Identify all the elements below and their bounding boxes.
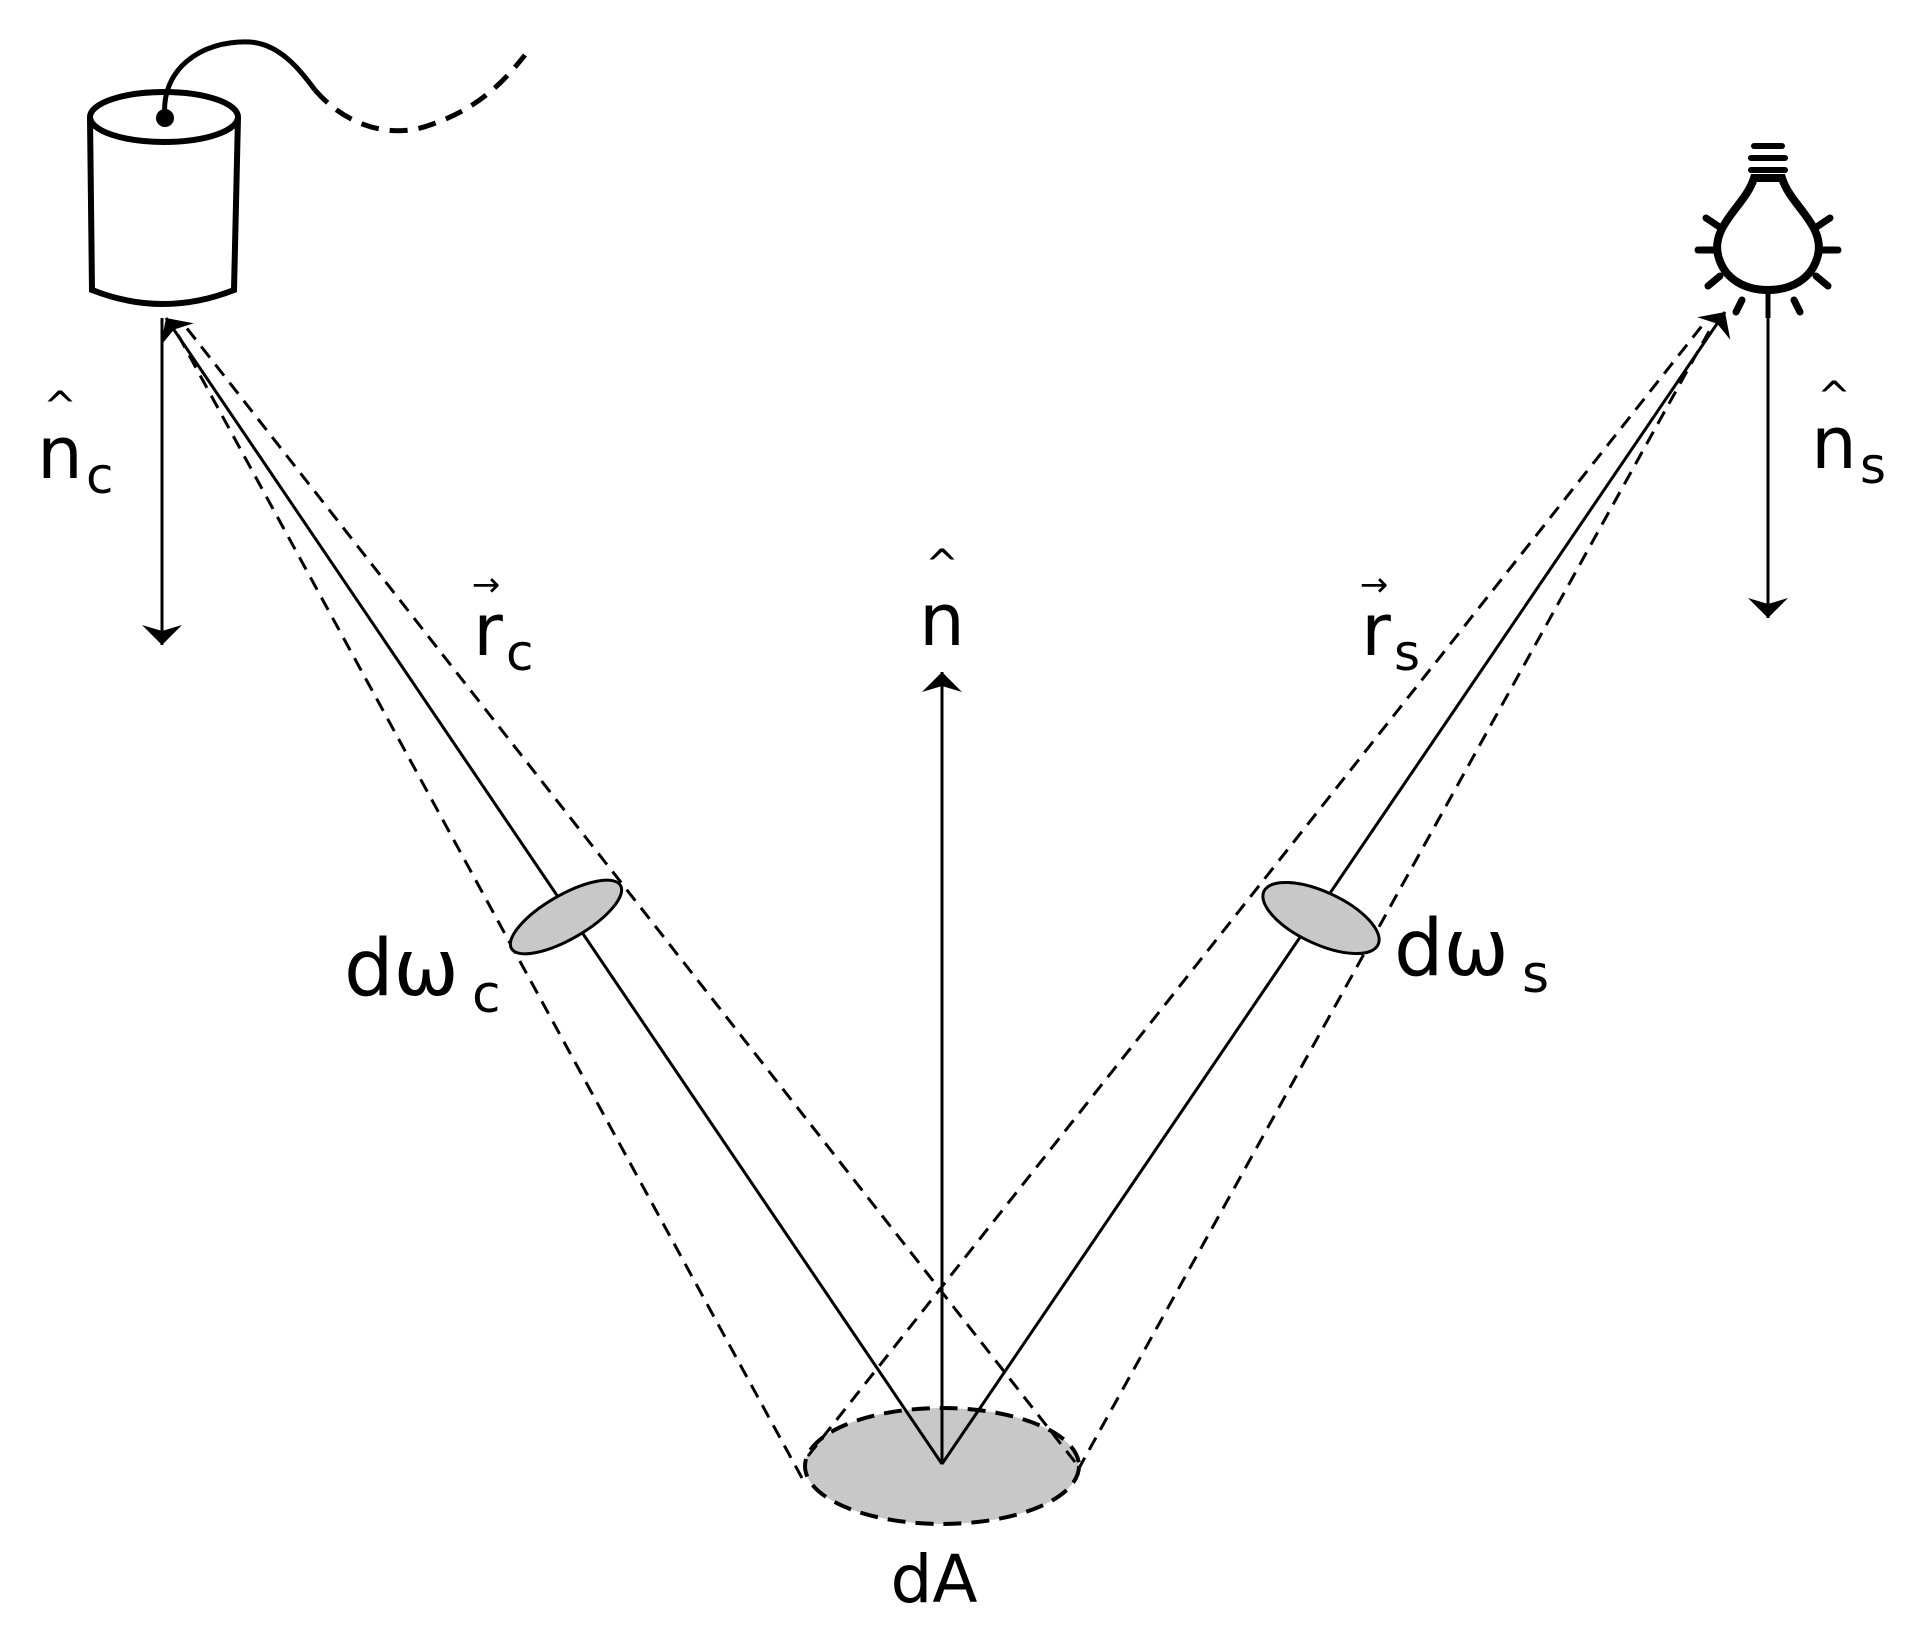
d-omega-c-disk — [508, 878, 624, 956]
label-r-s-base: r — [1361, 588, 1391, 672]
label-r-c-sub: c — [506, 624, 534, 682]
label-d-omega-s-sub: s — [1522, 945, 1549, 1005]
label-n-c-accent: ^ — [43, 384, 77, 430]
label-d-omega-c-base: dω — [344, 924, 459, 1014]
light-solid-angle-cone — [806, 321, 1714, 1471]
label-n-c: ^ n c — [37, 384, 113, 505]
label-n-s-sub: s — [1860, 437, 1886, 495]
camera-icon — [87, 39, 527, 307]
d-omega-s-disk — [1261, 880, 1381, 956]
label-d-omega-s: dω s — [1394, 904, 1549, 1005]
label-d-omega-c-sub: c — [472, 965, 501, 1025]
light-bulb-icon — [1694, 143, 1842, 318]
label-n-s: ^ n s — [1811, 374, 1886, 495]
label-d-omega-c: dω c — [344, 924, 501, 1025]
label-r-s: → r s — [1360, 565, 1420, 682]
label-r-c: → r c — [472, 565, 534, 682]
label-dA: dA — [890, 1541, 977, 1618]
label-n-c-sub: c — [86, 447, 114, 505]
label-d-omega-s-base: dω — [1394, 904, 1509, 994]
label-n-c-base: n — [37, 411, 83, 495]
label-r-s-sub: s — [1394, 624, 1420, 682]
label-n-hat: ^ n — [919, 542, 965, 662]
label-r-c-accent: → — [472, 565, 501, 605]
label-n-hat-accent: ^ — [925, 542, 959, 588]
label-n-hat-base: n — [919, 578, 965, 662]
camera-solid-angle-cone — [169, 321, 1077, 1479]
label-n-s-accent: ^ — [1817, 374, 1851, 420]
label-n-s-base: n — [1811, 401, 1857, 485]
label-r-c-base: r — [473, 588, 503, 672]
label-r-s-accent: → — [1360, 565, 1389, 605]
r-s-vector — [940, 311, 1731, 1465]
r-c-vector — [160, 317, 944, 1465]
